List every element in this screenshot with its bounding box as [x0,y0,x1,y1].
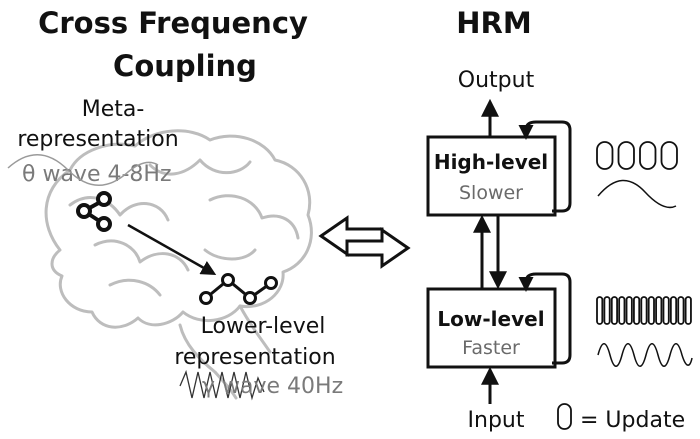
output-label: Output [458,68,535,93]
update-pill [684,296,692,325]
theta-wave-trace [7,154,159,186]
update-pill-icon [557,403,572,430]
high-level-slow-wave [597,179,677,209]
brain-outline-icon [44,129,313,400]
input-label: Input [468,408,525,433]
update-pill [669,296,678,325]
high-level-box: High-level Slower [426,135,557,217]
update-pill [655,296,663,325]
low-level-title: Low-level [437,307,544,331]
high-level-subtitle: Slower [459,182,523,204]
gamma-wave-trace [179,369,265,401]
lower-label-line1: Lower-level [201,314,326,339]
update-pill [603,296,611,325]
update-pill [639,141,657,170]
right-title: HRM [456,6,531,40]
legend-label: = Update [580,408,685,433]
lower-node-graph-icon [199,273,278,305]
low-level-fast-wave [597,343,693,367]
update-pill [625,296,633,325]
left-title-line1: Cross Frequency [38,6,308,40]
lower-label-line2: representation [174,345,335,370]
high-level-update-pills [596,141,678,170]
bidirectional-arrow-icon [318,215,411,269]
update-pill [633,296,641,325]
update-pill [660,141,678,170]
left-title-line2: Coupling [113,49,257,83]
update-pill [647,296,655,325]
node-graph-icon [76,191,112,232]
meta-to-lower-arrow [127,223,217,275]
update-pill [640,296,648,325]
update-pill [596,296,604,325]
theta-label: θ wave 4-8Hz [22,162,172,187]
low-level-subtitle: Faster [462,337,520,359]
high-level-title: High-level [434,150,548,174]
update-pill [596,141,614,170]
low-level-update-pills [596,296,692,325]
low-level-box: Low-level Faster [426,287,557,369]
update-pill [618,296,626,325]
update-pill [610,296,618,325]
update-pill [617,141,635,170]
meta-label-line1: Meta- [82,97,145,122]
low-level-loop-arrow [518,272,572,365]
gamma-label: γ wave 40Hz [202,374,343,399]
meta-label-line2: representation [17,127,178,152]
update-pill [677,296,685,325]
update-pill [662,296,670,325]
high-level-loop-arrow [518,120,572,213]
